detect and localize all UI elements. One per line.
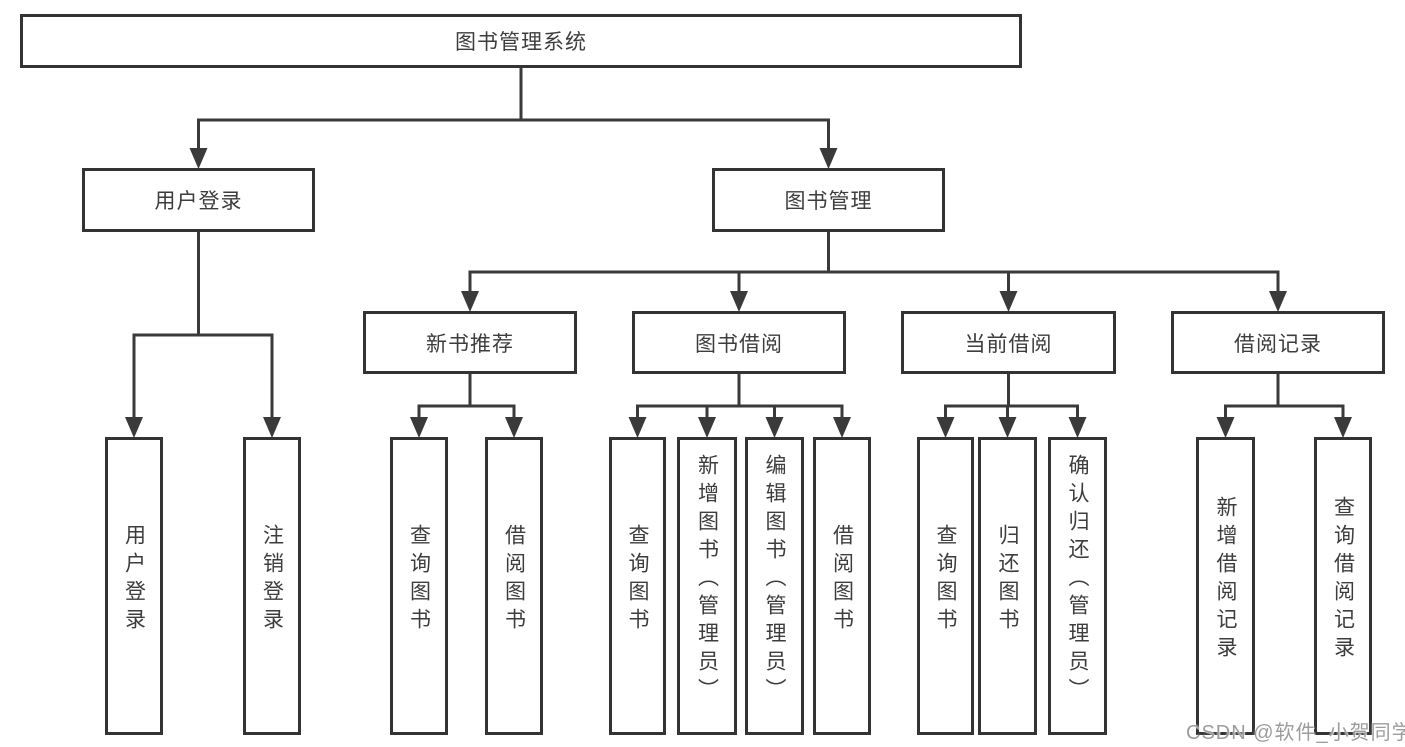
node-label: 借阅图书 [502, 524, 526, 636]
node-label: 新增图书（管理员） [695, 454, 719, 706]
node-b-edit-book: 编辑图书（管理员） [745, 437, 804, 735]
node-label: 图书管理 [784, 190, 873, 213]
edge-arrowhead-new-book [461, 291, 479, 312]
edge-arrowhead-borrow-record [1269, 291, 1287, 312]
node-a-query-book: 查询图书 [390, 437, 448, 735]
node-v-logout: 注销登录 [243, 437, 301, 735]
node-label: 当前借阅 [964, 332, 1053, 356]
edge-arrowhead-b-borrow-book [833, 417, 851, 438]
node-d-query-record: 查询借阅记录 [1314, 437, 1372, 735]
node-label: 新书推荐 [426, 332, 514, 356]
node-current-borrow: 当前借阅 [901, 311, 1116, 374]
node-label: 查询图书 [934, 524, 957, 636]
node-label: 查询图书 [626, 524, 649, 636]
node-label: 借阅记录 [1234, 332, 1322, 356]
node-label: 用户登录 [122, 524, 146, 636]
edge-arrowhead-b-query-book [628, 417, 647, 438]
edge-arrowhead-current-borrow [999, 291, 1018, 312]
node-user-login: 用户登录 [82, 168, 315, 232]
node-c-return-book: 归还图书 [978, 437, 1037, 735]
edge-arrowhead-user-login [189, 148, 208, 169]
edge-arrowhead-d-add-record [1216, 417, 1235, 438]
edge-arrowhead-b-edit-book [765, 417, 784, 438]
node-d-add-record: 新增借阅记录 [1196, 437, 1255, 735]
node-label: 确认归还（管理员） [1066, 454, 1089, 706]
edge-arrowhead-c-confirm [1068, 417, 1087, 438]
edge-arrowhead-a-borrow-book [505, 417, 523, 438]
edge-arrowhead-v-logout [263, 417, 281, 438]
node-book-borrow: 图书借阅 [632, 311, 846, 374]
node-label: 查询图书 [407, 524, 431, 636]
watermark-text: CSDN @软件_小贺同学 [1186, 722, 1405, 744]
edge-arrowhead-book-borrow [730, 291, 748, 312]
node-v-user-login: 用户登录 [105, 437, 163, 735]
node-label: 编辑图书（管理员） [763, 454, 786, 706]
node-label: 用户登录 [154, 190, 243, 213]
node-c-query-book: 查询图书 [917, 437, 974, 735]
node-new-book: 新书推荐 [363, 311, 577, 374]
node-label: 查询借阅记录 [1331, 496, 1355, 664]
edge-arrowhead-v-user-login [125, 417, 143, 438]
node-label: 借阅图书 [830, 524, 854, 636]
edge-arrowhead-d-query-record [1334, 417, 1352, 438]
node-label: 图书管理系统 [455, 31, 587, 54]
node-b-borrow-book: 借阅图书 [813, 437, 871, 735]
node-b-query-book: 查询图书 [609, 437, 666, 735]
edge-arrowhead-a-query-book [410, 417, 428, 438]
node-root: 图书管理系统 [20, 14, 1022, 68]
node-label: 新增借阅记录 [1214, 496, 1237, 664]
node-b-add-book: 新增图书（管理员） [677, 437, 737, 735]
node-book-mgmt: 图书管理 [712, 168, 945, 232]
node-a-borrow-book: 借阅图书 [485, 437, 543, 735]
node-c-confirm: 确认归还（管理员） [1048, 437, 1107, 735]
node-label: 归还图书 [996, 524, 1019, 636]
node-label: 注销登录 [260, 524, 284, 636]
edge-arrowhead-c-return-book [998, 417, 1017, 438]
edge-arrowhead-book-mgmt [819, 148, 838, 169]
edge-arrowhead-b-add-book [698, 417, 716, 438]
node-label: 图书借阅 [695, 332, 783, 356]
edge-arrowhead-c-query-book [936, 417, 955, 438]
node-borrow-record: 借阅记录 [1171, 311, 1385, 374]
